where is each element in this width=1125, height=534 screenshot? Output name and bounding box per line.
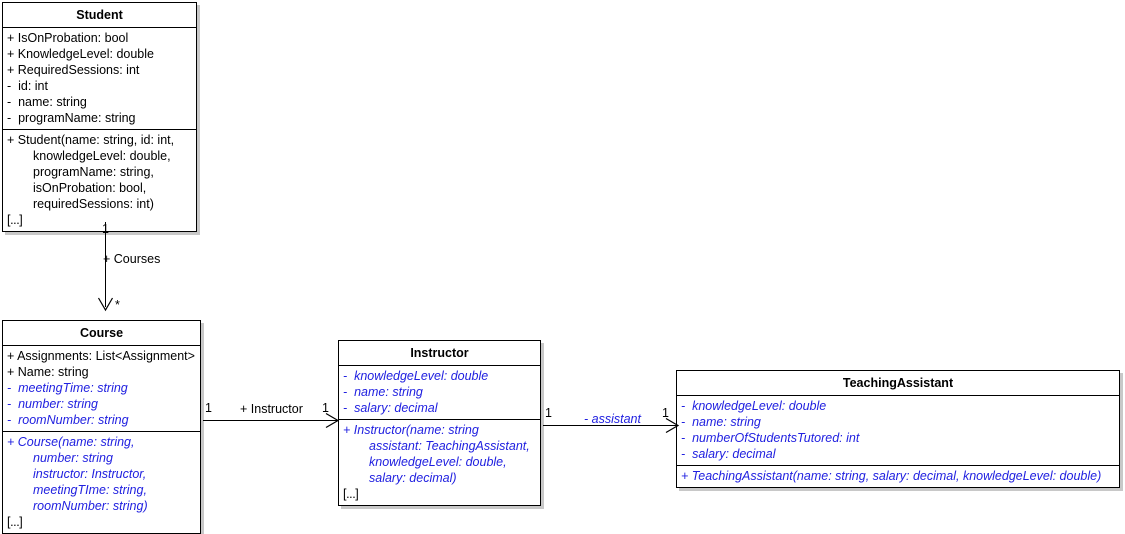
- more-members-indicator[interactable]: [...]: [343, 487, 359, 501]
- association-label-course-instructor: + Instructor: [240, 402, 303, 416]
- multiplicity-instructor-ta-source: 1: [545, 406, 552, 420]
- class-title-teachingassistant: TeachingAssistant: [677, 371, 1119, 396]
- operations-compartment-teachingassistant: + TeachingAssistant(name: string, salary…: [677, 466, 1119, 487]
- operation-row-cont: knowledgeLevel: double,: [369, 455, 507, 469]
- multiplicity-student-course-target: *: [115, 298, 120, 312]
- attributes-compartment-instructor: - knowledgeLevel: double - name: string …: [339, 366, 540, 420]
- operation-row: + Student(name: string, id: int,: [7, 133, 175, 147]
- arrowhead-instructor-teachingassistant: [665, 417, 680, 434]
- operation-row-cont: instructor: Instructor,: [33, 467, 147, 481]
- attribute-row: - number: string: [7, 397, 99, 411]
- attribute-row: - salary: decimal: [681, 447, 776, 461]
- association-label-instructor-teachingassistant: - assistant: [584, 412, 641, 426]
- class-box-instructor[interactable]: Instructor - knowledgeLevel: double - na…: [338, 340, 541, 506]
- operation-row: + Course(name: string,: [7, 435, 135, 449]
- attribute-row: - id: int: [7, 79, 48, 93]
- operation-row: + Instructor(name: string: [343, 423, 479, 437]
- operation-row-cont: salary: decimal): [369, 471, 457, 485]
- operation-row-cont: requiredSessions: int): [33, 197, 154, 211]
- attribute-row: + RequiredSessions: int: [7, 63, 140, 77]
- operation-row-cont: meetingTIme: string,: [33, 483, 147, 497]
- attribute-row: - roomNumber: string: [7, 413, 129, 427]
- operations-compartment-instructor: + Instructor(name: string assistant: Tea…: [339, 420, 540, 505]
- operation-row-cont: number: string: [33, 451, 113, 465]
- attributes-compartment-teachingassistant: - knowledgeLevel: double - name: string …: [677, 396, 1119, 466]
- association-line-instructor-teachingassistant[interactable]: [543, 425, 678, 426]
- class-title-instructor: Instructor: [339, 341, 540, 366]
- multiplicity-instructor-ta-target: 1: [662, 406, 669, 420]
- attribute-row: - name: string: [343, 385, 423, 399]
- attribute-row: - meetingTime: string: [7, 381, 128, 395]
- attributes-compartment-course: + Assignments: List<Assignment> + Name: …: [3, 346, 200, 432]
- operation-row-cont: roomNumber: string): [33, 499, 148, 513]
- association-line-student-course[interactable]: [105, 222, 106, 307]
- class-title-student: Student: [3, 3, 196, 28]
- more-members-indicator[interactable]: [...]: [7, 515, 23, 529]
- attribute-row: - numberOfStudentsTutored: int: [681, 431, 860, 445]
- attribute-row: - programName: string: [7, 111, 136, 125]
- more-members-indicator[interactable]: [...]: [7, 213, 23, 227]
- attributes-compartment-student: + IsOnProbation: bool + KnowledgeLevel: …: [3, 28, 196, 130]
- multiplicity-course-instructor-source: 1: [205, 401, 212, 415]
- association-line-course-instructor[interactable]: [203, 420, 338, 421]
- operation-row-cont: assistant: TeachingAssistant,: [369, 439, 530, 453]
- operations-compartment-course: + Course(name: string, number: string in…: [3, 432, 200, 533]
- attribute-row: - name: string: [681, 415, 761, 429]
- operation-row: + TeachingAssistant(name: string, salary…: [681, 469, 1102, 483]
- operations-compartment-student: + Student(name: string, id: int, knowled…: [3, 130, 196, 231]
- association-label-student-course: + Courses: [103, 252, 161, 266]
- operation-row-cont: programName: string,: [33, 165, 154, 179]
- multiplicity-course-instructor-target: 1: [322, 401, 329, 415]
- attribute-row: + KnowledgeLevel: double: [7, 47, 154, 61]
- attribute-row: - salary: decimal: [343, 401, 438, 415]
- arrowhead-student-course: [97, 297, 114, 312]
- class-title-course: Course: [3, 321, 200, 346]
- attribute-row: + Assignments: List<Assignment>: [7, 349, 195, 363]
- operation-row-cont: knowledgeLevel: double,: [33, 149, 171, 163]
- attribute-row: - knowledgeLevel: double: [681, 399, 827, 413]
- attribute-row: + IsOnProbation: bool: [7, 31, 129, 45]
- class-box-course[interactable]: Course + Assignments: List<Assignment> +…: [2, 320, 201, 534]
- operation-row-cont: isOnProbation: bool,: [33, 181, 147, 195]
- class-box-teachingassistant[interactable]: TeachingAssistant - knowledgeLevel: doub…: [676, 370, 1120, 488]
- class-box-student[interactable]: Student + IsOnProbation: bool + Knowledg…: [2, 2, 197, 232]
- attribute-row: - name: string: [7, 95, 87, 109]
- attribute-row: - knowledgeLevel: double: [343, 369, 489, 383]
- arrowhead-course-instructor: [325, 412, 340, 429]
- multiplicity-student-course-source: 1: [102, 222, 109, 236]
- attribute-row: + Name: string: [7, 365, 89, 379]
